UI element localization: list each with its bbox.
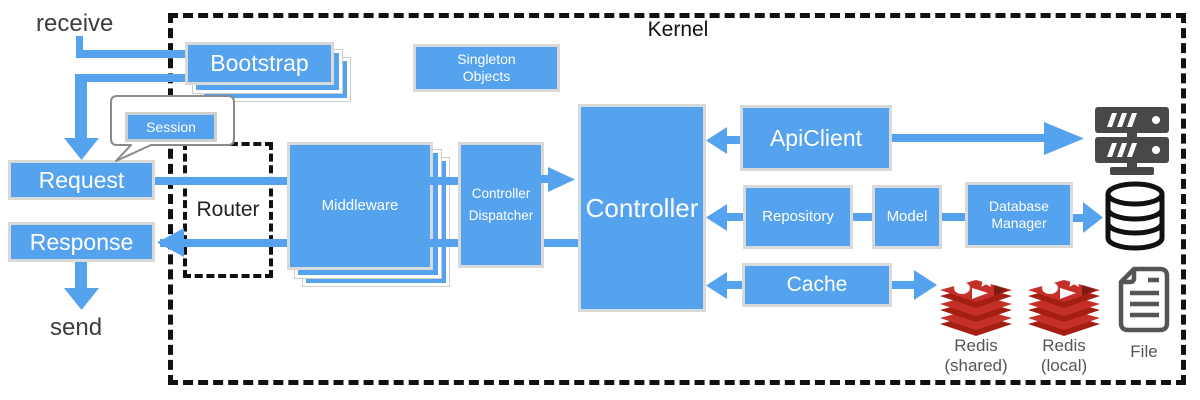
dispatcher-line1: Controller <box>471 186 531 202</box>
arrow-to-request-head <box>64 138 99 160</box>
receive-to-bootstrap-line <box>76 50 186 58</box>
controller-dispatcher-box: Controller Dispatcher <box>458 142 544 268</box>
dispatcher-return-segment <box>428 239 458 247</box>
bootstrap-return-line <box>76 74 206 82</box>
response-box: Response <box>8 222 155 262</box>
cache-to-redis-stem <box>892 281 914 289</box>
receive-label: receive <box>36 10 114 37</box>
send-label: send <box>50 314 103 341</box>
receive-line-vertical <box>76 36 83 58</box>
database-icon <box>1105 181 1165 251</box>
response-to-send-stem <box>75 262 87 288</box>
redis-shared-line1: Redis <box>954 336 998 355</box>
apiclient-to-controller-stem <box>727 136 740 144</box>
kernel-boundary <box>168 13 1186 385</box>
cache-box: Cache <box>742 263 892 307</box>
redis-shared-label: Redis (shared) <box>920 336 1032 375</box>
dbmanager-line1: Database <box>989 197 1049 214</box>
middleware-box: Middleware <box>287 142 433 270</box>
singleton-line1: Singleton <box>457 50 516 67</box>
database-manager-box: Database Manager <box>965 182 1073 248</box>
singleton-objects-box: Singleton Objects <box>413 44 560 92</box>
session-box: Session <box>125 112 217 142</box>
file-label: File <box>1130 342 1158 361</box>
redis-local-label: Redis (local) <box>1014 336 1114 375</box>
dispatcher-line2: Dispatcher <box>468 208 534 223</box>
model-box: Model <box>872 185 942 249</box>
router-label: Router <box>196 198 260 221</box>
request-box: Request <box>8 160 155 200</box>
arrow-to-request-stem <box>75 74 87 138</box>
repository-to-controller-stem <box>727 213 743 221</box>
middleware-to-dispatcher-line <box>428 177 458 185</box>
repository-box: Repository <box>743 185 853 249</box>
controller-box: Controller <box>578 104 706 312</box>
server-icon <box>1095 107 1169 175</box>
singleton-line2: Objects <box>462 68 511 84</box>
cache-to-controller-stem <box>727 281 742 289</box>
dbmanager-line2: Manager <box>991 215 1047 231</box>
dispatcher-to-controller-stem <box>540 175 550 183</box>
file-icon <box>1118 266 1170 333</box>
redis-shared-line2: (shared) <box>944 355 1008 375</box>
request-to-middleware-line <box>155 177 288 185</box>
redis-local-icon <box>1028 273 1100 336</box>
apiclient-to-server-stem <box>892 134 1044 142</box>
kernel-label: Kernel <box>647 18 709 41</box>
bootstrap-box: Bootstrap <box>185 42 334 85</box>
redis-local-line2: (local) <box>1040 355 1088 375</box>
model-dbmanager-line <box>942 213 965 221</box>
response-to-send-head <box>64 288 99 310</box>
redis-shared-icon <box>940 273 1012 336</box>
repository-model-line <box>853 213 872 221</box>
redis-local-line1: Redis <box>1042 336 1086 355</box>
dbmanager-to-db-stem <box>1073 214 1083 222</box>
apiclient-box: ApiClient <box>740 105 892 171</box>
